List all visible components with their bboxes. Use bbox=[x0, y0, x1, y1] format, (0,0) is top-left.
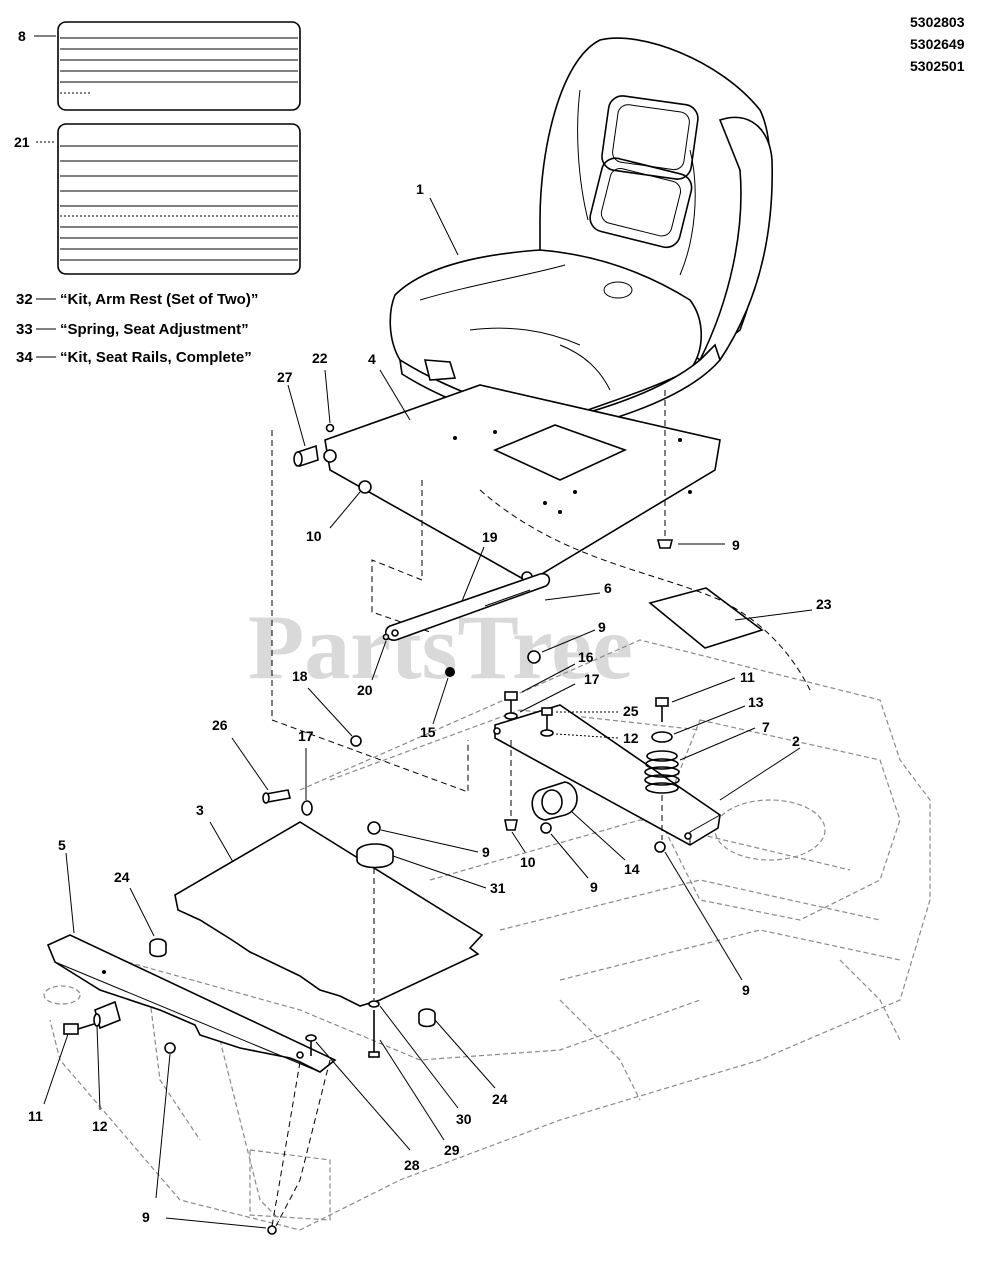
callout-25: 25 bbox=[623, 703, 639, 719]
callout-2: 2 bbox=[792, 733, 800, 749]
callout-3: 3 bbox=[196, 802, 204, 818]
bolt-11-left[interactable] bbox=[63, 1023, 95, 1035]
callout-7: 7 bbox=[762, 719, 770, 735]
decal-8[interactable] bbox=[57, 21, 301, 111]
pin-26[interactable] bbox=[262, 789, 291, 804]
washer-12-right[interactable] bbox=[540, 729, 554, 737]
bolt-11-right[interactable] bbox=[655, 697, 669, 722]
kit-note-33-num: 33 bbox=[16, 321, 33, 338]
callout-18: 18 bbox=[292, 668, 308, 684]
callout-28: 28 bbox=[404, 1157, 420, 1173]
callout-19: 19 bbox=[482, 529, 498, 545]
callout-20: 20 bbox=[357, 682, 373, 698]
callout-17-b: 17 bbox=[584, 671, 600, 687]
nut-9-seat[interactable] bbox=[656, 539, 674, 549]
callout-26: 26 bbox=[212, 717, 228, 733]
callout-11-b: 11 bbox=[740, 669, 755, 685]
nut-9-bottom[interactable] bbox=[267, 1225, 277, 1235]
spring-7[interactable] bbox=[644, 750, 680, 794]
model-number-2: 5302649 bbox=[910, 36, 965, 52]
callout-9-c: 9 bbox=[590, 879, 598, 895]
decal-21[interactable] bbox=[57, 123, 301, 275]
bolt-16[interactable] bbox=[504, 691, 518, 714]
pad-23[interactable] bbox=[648, 587, 764, 649]
callout-11-a: 11 bbox=[28, 1108, 43, 1124]
nut-9-bracket[interactable] bbox=[540, 822, 552, 834]
nut-9-link[interactable] bbox=[527, 650, 541, 664]
washer-17-left[interactable] bbox=[301, 800, 313, 816]
model-number-1: 5302803 bbox=[910, 14, 965, 30]
callout-15: 15 bbox=[420, 724, 436, 740]
foot-rest[interactable] bbox=[46, 934, 337, 1073]
callout-14: 14 bbox=[624, 861, 640, 877]
callout-24-b: 24 bbox=[492, 1091, 508, 1107]
link-6[interactable] bbox=[384, 572, 551, 641]
bolt-28[interactable] bbox=[305, 1034, 317, 1056]
callout-29: 29 bbox=[444, 1142, 460, 1158]
washer-13[interactable] bbox=[651, 731, 673, 743]
callout-24-a: 24 bbox=[114, 869, 130, 885]
callout-22: 22 bbox=[312, 350, 328, 366]
knob-31[interactable] bbox=[356, 843, 394, 869]
seat-pan[interactable] bbox=[323, 384, 721, 583]
washer-17-right[interactable] bbox=[504, 712, 518, 720]
callout-4: 4 bbox=[368, 351, 376, 367]
label-8: 8 bbox=[18, 28, 26, 44]
callout-27: 27 bbox=[277, 369, 293, 385]
pin-20[interactable] bbox=[382, 633, 390, 641]
seat[interactable] bbox=[389, 37, 773, 443]
washer-30[interactable] bbox=[368, 1000, 380, 1008]
callout-16: 16 bbox=[578, 649, 594, 665]
callout-10-a: 10 bbox=[306, 528, 322, 544]
floor-plate[interactable] bbox=[174, 821, 484, 1007]
kit-note-32-text: “Kit, Arm Rest (Set of Two)” bbox=[60, 291, 258, 308]
nut-9-knob[interactable] bbox=[367, 821, 381, 835]
callout-12-a: 12 bbox=[92, 1118, 108, 1134]
model-number-3: 5302501 bbox=[910, 58, 965, 74]
callout-9-a: 9 bbox=[732, 537, 740, 553]
callout-9-f: 9 bbox=[142, 1209, 150, 1225]
callout-9-b: 9 bbox=[598, 619, 606, 635]
callout-10-b: 10 bbox=[520, 854, 536, 870]
bolt-29[interactable] bbox=[368, 1010, 380, 1058]
callout-30: 30 bbox=[456, 1111, 472, 1127]
callout-17-a: 17 bbox=[298, 728, 314, 744]
kit-note-32-num: 32 bbox=[16, 291, 33, 308]
callout-12-b: 12 bbox=[623, 730, 639, 746]
callout-1: 1 bbox=[416, 181, 424, 197]
nut-9-left[interactable] bbox=[164, 1042, 176, 1054]
mower-frame bbox=[43, 639, 931, 1231]
kit-note-34-text: “Kit, Seat Rails, Complete” bbox=[60, 349, 252, 366]
callout-9-e: 9 bbox=[482, 844, 490, 860]
pin-18[interactable] bbox=[350, 735, 362, 747]
callout-9-d: 9 bbox=[742, 982, 750, 998]
label-21: 21 bbox=[14, 134, 30, 150]
seat-bracket[interactable] bbox=[493, 704, 721, 846]
leader-1 bbox=[429, 197, 459, 256]
washer-12-left[interactable] bbox=[93, 1013, 101, 1027]
pin-22[interactable] bbox=[325, 423, 335, 433]
callout-13: 13 bbox=[748, 694, 764, 710]
kit-note-34-num: 34 bbox=[16, 349, 33, 366]
nut-10-upper[interactable] bbox=[358, 480, 372, 494]
grommet-24-right[interactable] bbox=[418, 1008, 436, 1028]
bolt-25[interactable] bbox=[541, 707, 553, 730]
grommet-24-left[interactable] bbox=[149, 938, 167, 958]
bushing-27[interactable] bbox=[293, 444, 319, 468]
nut-10-lower[interactable] bbox=[504, 819, 518, 831]
clamp-14[interactable] bbox=[531, 781, 578, 821]
callout-5: 5 bbox=[58, 837, 66, 853]
kit-note-33-text: “Spring, Seat Adjustment” bbox=[60, 321, 249, 338]
callout-31: 31 bbox=[490, 880, 506, 896]
nut-9-right[interactable] bbox=[654, 841, 666, 853]
leader-4 bbox=[379, 369, 411, 421]
callout-23: 23 bbox=[816, 596, 832, 612]
nut-15[interactable] bbox=[445, 667, 455, 677]
callout-6: 6 bbox=[604, 580, 612, 596]
